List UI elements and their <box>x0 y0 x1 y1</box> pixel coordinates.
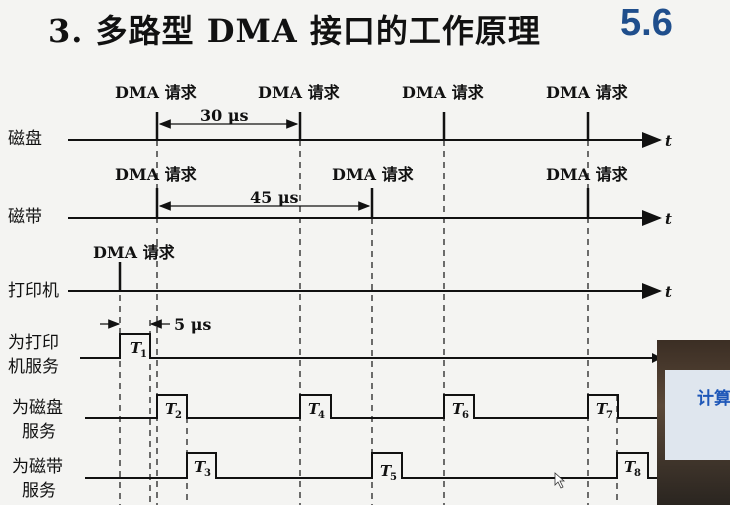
period-t2-subscript: 2 <box>175 410 182 421</box>
serve-printer-waveform <box>80 333 658 359</box>
video-overlay: 计算 <box>657 340 730 505</box>
row-label-disk: 磁盘 <box>8 129 42 149</box>
period-t6-symbol: T <box>452 400 465 418</box>
period-t3-subscript: 3 <box>204 468 211 479</box>
axis-t-printer: t <box>665 283 672 301</box>
row-label-serve-tape-1: 为磁带 <box>12 457 63 477</box>
mouse-cursor-icon <box>554 472 566 489</box>
period-t2-symbol: T <box>165 400 178 418</box>
period-t8-symbol: T <box>624 458 637 476</box>
row-label-serve-disk-1: 为磁盘 <box>12 398 63 418</box>
tape-request-label: DMA 请求 <box>546 165 629 184</box>
disk-request-label: DMA 请求 <box>546 83 629 102</box>
tape-request-label: DMA 请求 <box>332 165 415 184</box>
tape-request-label: DMA 请求 <box>115 165 198 184</box>
video-panel <box>665 370 730 460</box>
video-overlay-text: 计算 <box>697 389 730 409</box>
row-label-tape: 磁带 <box>8 207 42 227</box>
disk-request-label: DMA 请求 <box>402 83 485 102</box>
tape-interval-label: 45 μs <box>250 188 299 207</box>
row-label-serve-printer-1: 为打印 <box>8 333 59 353</box>
printer-request-label: DMA 请求 <box>93 243 176 262</box>
period-t4-subscript: 4 <box>318 410 325 421</box>
period-t8-subscript: 8 <box>634 468 641 479</box>
section-badge: 5.6 <box>620 2 673 44</box>
slide-title: 3. 多路型 DMA 接口的工作原理 <box>48 12 541 50</box>
period-t3-symbol: T <box>194 458 207 476</box>
disk-request-label: DMA 请求 <box>115 83 198 102</box>
period-t1-symbol: T <box>130 339 143 357</box>
period-t6-subscript: 6 <box>462 410 469 421</box>
period-t5-symbol: T <box>380 462 393 480</box>
row-label-serve-disk-2: 服务 <box>22 422 56 442</box>
printer-interval-label: 5 μs <box>174 315 211 334</box>
row-label-serve-tape-2: 服务 <box>22 481 56 501</box>
axis-t-tape: t <box>665 210 672 228</box>
period-t7-symbol: T <box>596 400 609 418</box>
period-t1-subscript: 1 <box>140 349 147 360</box>
period-t7-subscript: 7 <box>606 410 613 421</box>
disk-interval-label: 30 μs <box>200 106 249 125</box>
disk-request-label: DMA 请求 <box>258 83 341 102</box>
row-label-printer: 打印机 <box>8 281 59 301</box>
period-t4-symbol: T <box>308 400 321 418</box>
serve-disk-waveform <box>85 394 660 419</box>
serve-tape-waveform <box>85 452 660 479</box>
axis-t-disk: t <box>665 132 672 150</box>
period-t5-subscript: 5 <box>390 472 397 483</box>
row-label-serve-printer-2: 机服务 <box>8 357 59 377</box>
